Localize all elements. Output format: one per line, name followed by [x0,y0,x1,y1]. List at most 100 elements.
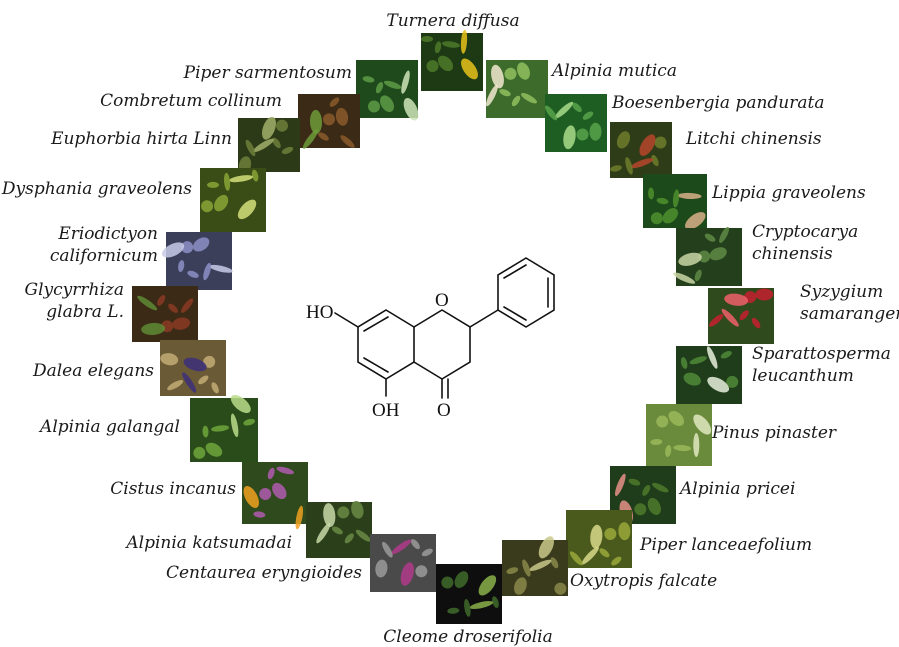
plant-photo-leaf [168,303,178,313]
plant-photo-lippia-graveolens [643,174,707,230]
plant-photo-sparattosperma [676,346,742,404]
plant-label-syzygium-line2: samarangense [800,304,899,324]
plant-photo-leaf [337,506,350,519]
plant-photo-leaf [344,533,354,544]
plant-photo-leaf [316,522,331,544]
plant-photo-leaf [610,165,622,172]
plant-photo-leaf [582,111,594,120]
plant-photo-alpinia-katsumadai [306,500,372,558]
plant-photo-leaf [628,478,641,486]
plant-label-boesenbergia: Boesenbergia pandurata [611,93,824,113]
plant-photo-leaf [572,102,582,113]
plant-label-glycyrrhiza-line2: glabra L. [46,302,124,322]
plant-photo-leaf [209,264,233,273]
plant-photo-leaf [461,58,478,80]
plant-photo-bg [545,94,607,152]
plant-photo-leaf [207,181,220,188]
plant-photo-leaf [654,136,667,149]
plant-photo-leaf [739,310,749,321]
plant-photo-leaf [181,298,194,313]
plant-photo-leaf [680,357,688,369]
plant-photo-leaf [421,548,433,557]
plant-photo-leaf [229,175,253,183]
plant-photo-leaf [243,486,259,508]
plant-photo-leaf [618,522,631,541]
plant-photo-leaf [650,212,663,225]
plant-photo-leaf [521,93,537,104]
plant-photo-leaf [281,146,294,155]
plant-label-cryptocarya: Cryptocarya [752,222,858,242]
ring-b-double-3 [503,306,527,321]
plant-photo-euphorbia [238,116,300,175]
plant-photo-leaf [309,109,323,134]
plant-photo-leaf [198,375,209,385]
plant-photo-leaf [554,101,574,119]
plant-photo-leaf [380,95,394,112]
plant-photo-leaf [253,511,266,518]
plant-photo-leaf [230,413,239,438]
plant-photo-leaf [755,288,774,301]
plant-photo-leaf [634,503,647,516]
plant-photo-leaf [492,596,499,608]
plant-photo-leaf [362,76,375,83]
plant-photo-alpinia-galangal [190,395,258,462]
plant-photo-leaf [656,197,669,205]
plant-photo-leaf [401,70,410,94]
plant-photo-leaf [211,382,219,394]
plant-photo-leaf [323,113,335,126]
plant-photo-leaf [368,100,381,113]
plant-photo-leaf [331,526,343,535]
plant-photo-leaf [538,536,554,559]
plant-photo-leaf [615,473,626,497]
plant-photo-leaf [253,138,274,153]
plant-photo-eriodictyon [161,232,233,290]
plant-label-dysphania: Dysphania graveolens [1,179,192,199]
plant-photo-leaf [187,270,199,278]
plant-photo-leaf [415,565,428,578]
plant-photo-leaf [720,350,732,359]
plant-photo-leaf [243,418,256,426]
ring-a-bonds [357,309,415,380]
plant-photo-piper-sarmentosum [356,60,419,121]
plant-photo-leaf [340,135,355,148]
ring-b-double-1 [503,264,527,279]
plant-label-sparattosperma-line2: leucanthum [752,366,854,386]
plant-photo-leaf [141,322,166,336]
oh-label: OH [372,400,400,421]
plant-photo-leaf [295,505,304,530]
plant-photo-leaf [604,527,617,540]
plant-label-dalea: Dalea elegans [32,361,154,381]
plant-photo-leaf [724,293,749,306]
plant-photo-leaf [426,60,439,73]
plant-photo-dalea [160,340,226,396]
plant-photo-leaf [183,357,207,372]
plant-photo-leaf [544,105,558,121]
plant-photo-leaf [668,410,685,427]
plant-photo-leaf [616,131,631,149]
plant-photo-leaf [192,237,210,252]
keto-oxygen-label: O [437,400,451,421]
chemical-structure: HO OH O O [306,257,555,421]
plant-photo-leaf [454,571,469,588]
ho-bond [334,312,359,328]
plant-photo-leaf [581,546,599,565]
plant-photo-leaf [214,194,229,212]
plant-photo-leaf [382,541,393,558]
plant-photo-leaf [251,169,259,182]
plant-photo-leaf [202,425,209,438]
plant-photo-leaf [181,241,194,254]
plant-photo-turnera [421,29,483,91]
plant-label-oxytropis: Oxytropis falcate [570,571,717,591]
plant-photo-leaf [437,55,454,72]
ring-a-double-1 [363,316,389,332]
plant-photo-leaf [685,212,706,230]
plant-photo-leaf [161,242,185,258]
plant-photo-leaf [383,80,402,89]
plant-photo-leaf [662,208,678,224]
plant-photo-leaf [469,601,494,610]
plant-label-cleome: Cleome droserifolia [383,627,552,647]
plant-label-pinus: Pinus pinaster [711,423,837,443]
plant-photo-leaf [157,294,166,306]
plant-photo-alpinia-mutica [486,60,548,118]
plant-label-euphorbia: Euphorbia hirta Linn [50,129,232,149]
